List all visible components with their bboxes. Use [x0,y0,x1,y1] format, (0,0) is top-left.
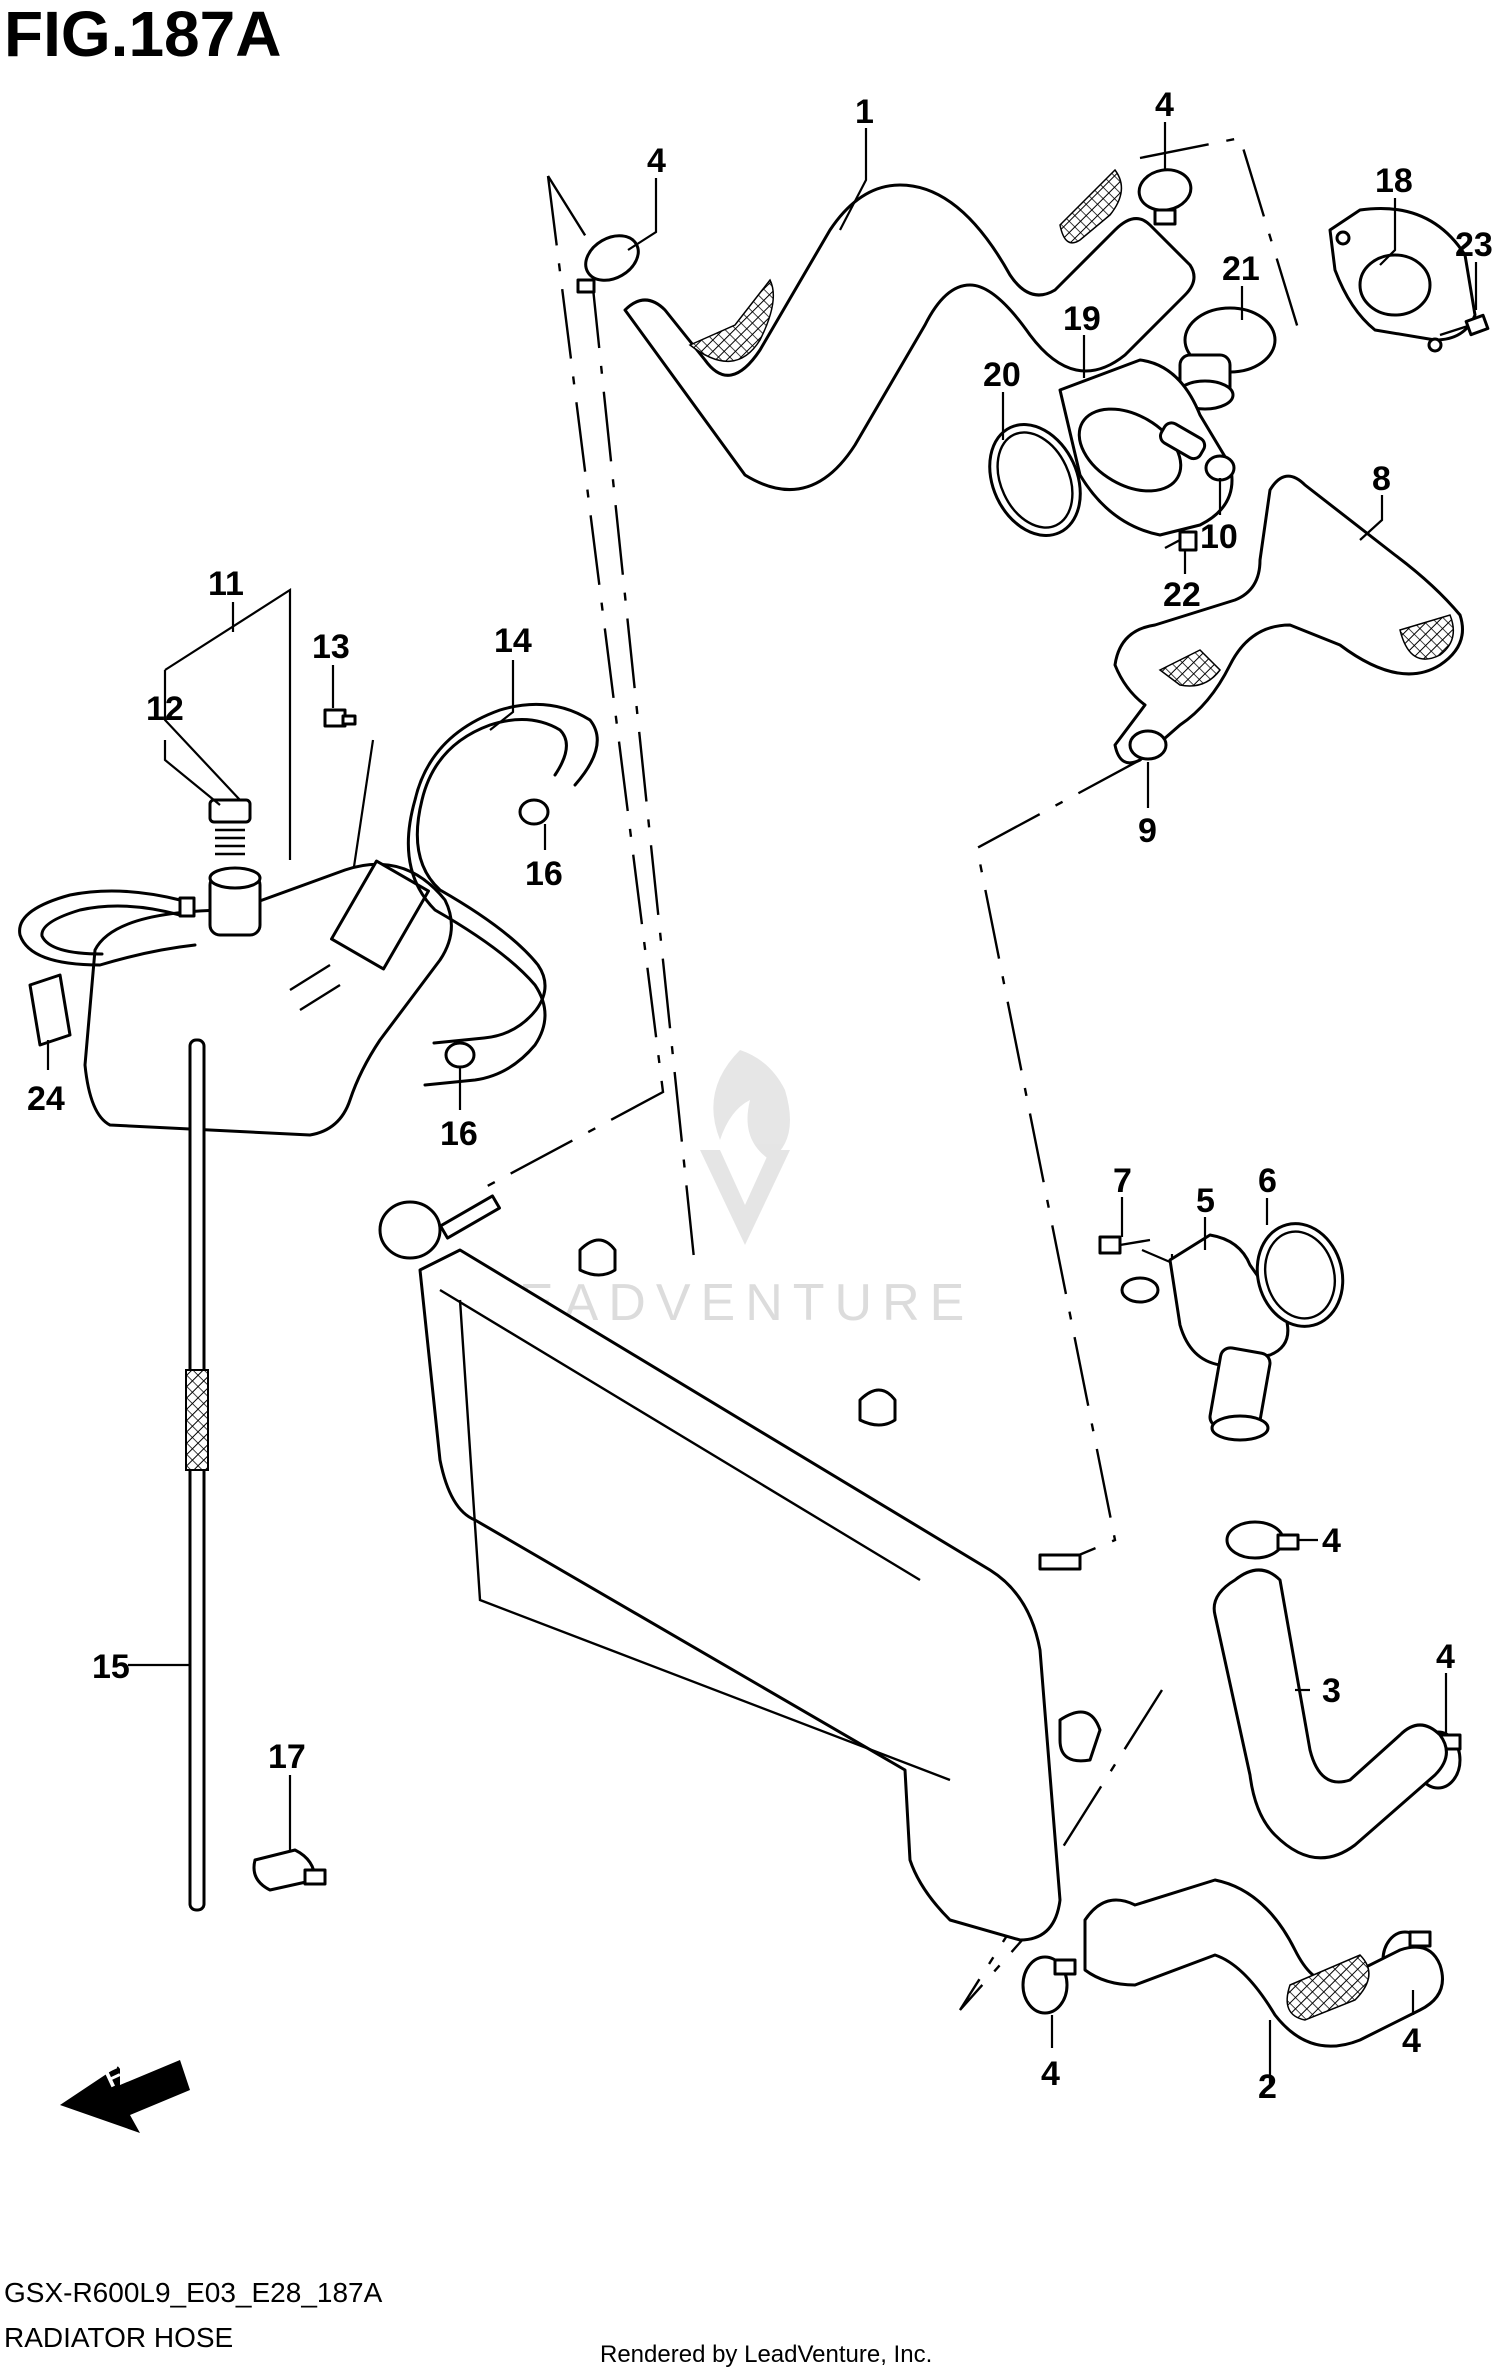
callout-12[interactable]: 12 [146,690,184,728]
callout-21[interactable]: 21 [1222,250,1260,288]
clamp-16-upper[interactable] [518,798,550,826]
watermark: LEADVENTURE [480,1050,964,1332]
callout-6[interactable]: 6 [1258,1162,1277,1200]
callout-20[interactable]: 20 [983,356,1021,394]
callout-14[interactable]: 14 [494,622,532,660]
callout-9[interactable]: 9 [1138,812,1157,850]
callout-19[interactable]: 19 [1063,300,1101,338]
bolt-7[interactable] [1098,1235,1151,1255]
callout-18[interactable]: 18 [1375,162,1413,200]
radiator[interactable] [378,1194,1102,1942]
callout-11[interactable]: 11 [208,565,244,603]
hose-8[interactable] [1113,474,1464,765]
callout-13[interactable]: 13 [312,628,350,666]
hose-1[interactable] [623,168,1196,491]
callout-23[interactable]: 23 [1455,226,1493,264]
model-code: GSX-R600L9_E03_E28_187A [4,2277,383,2308]
clamp-17[interactable] [252,1848,327,1892]
bolt-22[interactable] [1164,530,1198,552]
reservoir-cap-12[interactable] [208,798,252,856]
callout-5[interactable]: 5 [1196,1182,1215,1220]
leader-lines [46,122,1478,2085]
clamp-9[interactable] [1128,729,1168,761]
hose-clamp-lower-left[interactable] [1021,1955,1077,2015]
callout-2[interactable]: 2 [1258,2068,1277,2106]
thermostat-housing-19[interactable] [1058,358,1234,537]
callout-3[interactable]: 3 [1322,1672,1341,1710]
overflow-hose-15[interactable] [185,1038,209,1912]
hose-clamp-top-right[interactable] [1136,166,1194,226]
callout-10[interactable]: 10 [1200,518,1238,556]
o-ring-20[interactable] [972,410,1097,551]
hose-3[interactable] [1212,1568,1448,1860]
callout-8[interactable]: 8 [1372,460,1391,498]
hose-2[interactable] [1083,1878,1444,2048]
clamp-10[interactable] [1204,454,1236,482]
hose-14[interactable] [406,702,599,1087]
callout-4-mid[interactable]: 4 [1322,1522,1341,1560]
fwd-arrow-badge: FWD [60,2041,190,2133]
callout-16-lower[interactable]: 16 [440,1115,478,1153]
callout-4-top-left[interactable]: 4 [647,142,666,180]
bolt-23[interactable] [1439,313,1490,337]
assembly-lines [163,136,1302,2011]
callout-24[interactable]: 24 [27,1080,65,1118]
callout-7[interactable]: 7 [1113,1162,1132,1200]
section-name: RADIATOR HOSE [4,2322,233,2353]
hose-clamp-top-left[interactable] [576,227,646,294]
callout-4-top-right[interactable]: 4 [1155,86,1174,124]
thermostat-cover-18[interactable] [1328,206,1477,353]
bolt-13[interactable] [323,708,357,728]
rendered-by: Rendered by LeadVenture, Inc. [600,2341,932,2368]
overflow-hose-loop[interactable] [18,889,197,967]
callout-22[interactable]: 22 [1163,576,1201,614]
callout-16-upper[interactable]: 16 [525,855,563,893]
callout-4-lower-right[interactable]: 4 [1402,2022,1421,2060]
o-ring-6[interactable] [1246,1214,1354,1336]
label-24[interactable] [28,973,72,1047]
clamp-16-lower[interactable] [444,1041,476,1069]
callout-4-lower-left[interactable]: 4 [1041,2055,1060,2093]
callouts: 1 2 3 4 4 4 4 4 4 5 6 7 8 9 10 11 12 13 … [27,86,1493,2106]
callout-15[interactable]: 15 [92,1648,130,1686]
reservoir-tank-11[interactable] [83,859,453,1137]
callout-1[interactable]: 1 [855,93,874,131]
figure-title: FIG.187A [4,0,281,70]
water-outlet-5[interactable] [1120,1233,1290,1442]
hose-clamp-mid[interactable] [1225,1520,1300,1560]
callout-4-right[interactable]: 4 [1436,1638,1455,1676]
callout-17[interactable]: 17 [268,1738,306,1776]
thermostat-21[interactable] [1175,306,1277,411]
